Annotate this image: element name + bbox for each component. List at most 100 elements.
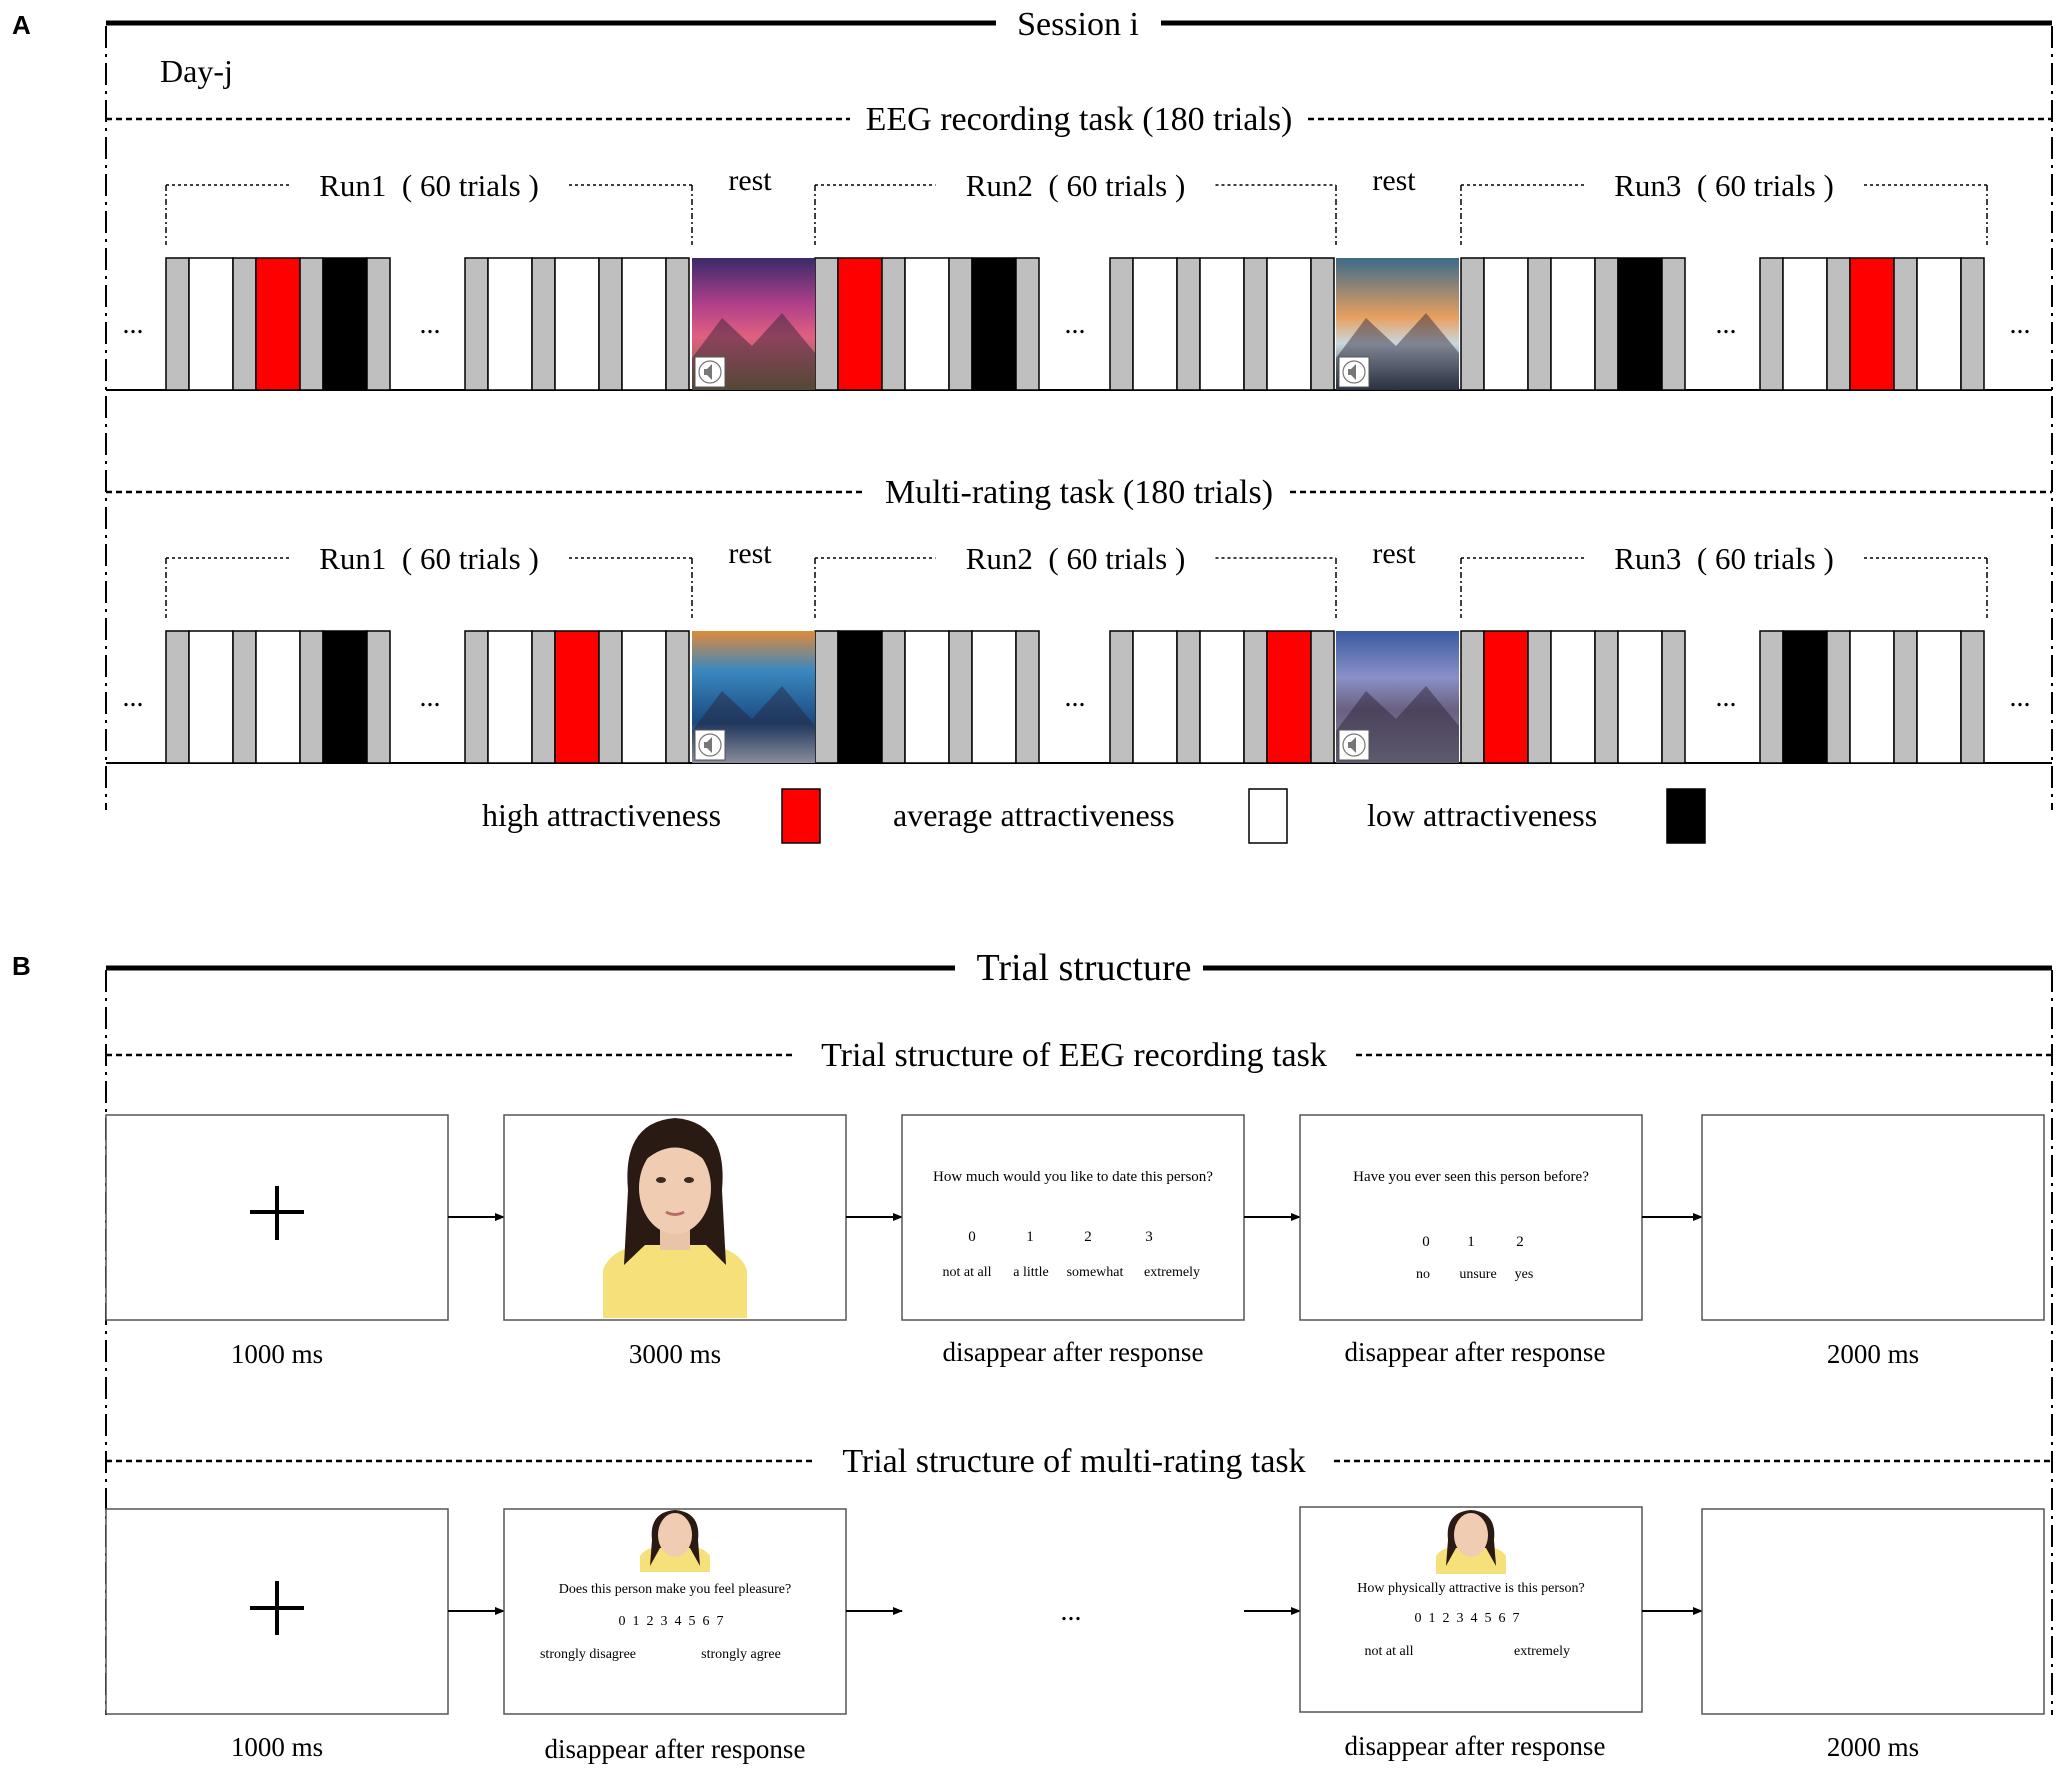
- attractiveness-question-text: How physically attractive is this person…: [1357, 1581, 1584, 1596]
- separator-trial: [1661, 630, 1686, 764]
- trial-block: [165, 630, 391, 764]
- separator-trial: [1759, 257, 1784, 391]
- multi-screen-1-caption: 1000 ms: [231, 1732, 323, 1762]
- attractiveness-scale-high-label: extremely: [1514, 1644, 1570, 1659]
- ellipsis: ...: [420, 309, 441, 340]
- pleasure-question-text: Does this person make you feel pleasure?: [559, 1582, 791, 1597]
- eeg-screen-5-caption: 2000 ms: [1827, 1339, 1919, 1369]
- avg-attractiveness-trial: [971, 630, 1017, 764]
- multi-screen-3-caption: disappear after response: [1345, 1731, 1606, 1761]
- avg-attractiveness-trial: [904, 257, 950, 391]
- eeg-screen-3-caption: disappear after response: [943, 1337, 1204, 1367]
- separator-trial: [232, 630, 257, 764]
- multi-trial-screens: 1000 ms Does this person make you feel p…: [105, 1506, 2045, 1764]
- avg-attractiveness-trial: [1916, 257, 1962, 391]
- separator-trial: [1176, 257, 1201, 391]
- high-attractiveness-trial: [255, 257, 301, 391]
- date-scale-number: 0: [968, 1229, 976, 1245]
- panel-a-label: A: [12, 10, 31, 40]
- avg-attractiveness-trial: [1132, 630, 1178, 764]
- avg-attractiveness-trial: [621, 257, 667, 391]
- task-title: Multi-rating task (180 trials): [885, 474, 1273, 511]
- date-scale-number: 1: [1026, 1229, 1034, 1245]
- separator-trial: [1527, 630, 1552, 764]
- seen-scale-number: 0: [1422, 1234, 1430, 1250]
- fixation-cross-icon: [250, 1186, 304, 1240]
- pleasure-scale-high-label: strongly agree: [701, 1647, 781, 1662]
- separator-trial: [1015, 257, 1040, 391]
- task-title: EEG recording task (180 trials): [866, 101, 1293, 138]
- separator-trial: [531, 630, 556, 764]
- fixation-cross-icon: [250, 1581, 304, 1635]
- separator-trial: [232, 257, 257, 391]
- avg-attractiveness-trial: [1199, 257, 1245, 391]
- legend: high attractiveness average attractivene…: [482, 788, 1706, 844]
- low-attractiveness-trial: [1617, 257, 1663, 391]
- separator-trial: [1109, 630, 1134, 764]
- avg-attractiveness-trial: [1483, 257, 1529, 391]
- attractiveness-scale-numbers: 0 1 2 3 4 5 6 7: [1415, 1611, 1520, 1626]
- separator-trial: [531, 257, 556, 391]
- separator-trial: [1243, 257, 1268, 391]
- separator-trial: [366, 630, 391, 764]
- avg-attractiveness-trial: [1266, 257, 1312, 391]
- separator-trial: [1594, 630, 1619, 764]
- separator-trial: [814, 630, 839, 764]
- avg-attractiveness-trial: [487, 630, 533, 764]
- avg-attractiveness-trial: [1617, 630, 1663, 764]
- separator-trial: [1176, 630, 1201, 764]
- high-attractiveness-trial: [1483, 630, 1529, 764]
- legend-low-label: low attractiveness: [1367, 797, 1597, 833]
- legend-average-label: average attractiveness: [893, 797, 1175, 833]
- avg-attractiveness-trial: [554, 257, 600, 391]
- separator-trial: [1460, 630, 1485, 764]
- date-scale-label: extremely: [1144, 1265, 1200, 1280]
- separator-trial: [881, 630, 906, 764]
- multi-screen-4-caption: 2000 ms: [1827, 1732, 1919, 1762]
- seen-scale-number: 2: [1516, 1234, 1524, 1250]
- hillside-town-rest-image: [1336, 631, 1459, 763]
- trial-block: [165, 257, 391, 391]
- seen-scale-number: 1: [1467, 1234, 1475, 1250]
- ellipsis: ...: [1065, 682, 1086, 713]
- avg-attractiveness-trial: [1550, 257, 1596, 391]
- speaker-icon: [694, 729, 726, 761]
- trial-block: [1759, 257, 1985, 391]
- speaker-icon: [1338, 729, 1370, 761]
- trial-block: [1460, 630, 1686, 764]
- task-row: Multi-rating task (180 trials)Run1 ( 60 …: [106, 474, 2052, 764]
- pleasure-scale-numbers: 0 1 2 3 4 5 6 7: [619, 1614, 724, 1629]
- trial-block: [814, 257, 1040, 391]
- ellipsis: ...: [420, 682, 441, 713]
- high-attractiveness-trial: [1266, 630, 1312, 764]
- session-title: Session i: [1017, 6, 1139, 43]
- separator-trial: [1310, 257, 1335, 391]
- speaker-icon: [694, 356, 726, 388]
- run-label: Run3 ( 60 trials ): [1614, 541, 1834, 576]
- avg-attractiveness-trial: [904, 630, 950, 764]
- task-rows: EEG recording task (180 trials) Run1 ( 60…: [106, 101, 2052, 764]
- rest-label: rest: [1372, 164, 1416, 197]
- separator-trial: [665, 630, 690, 764]
- separator-trial: [464, 257, 489, 391]
- rest-label: rest: [728, 164, 772, 197]
- run-label: Run1 ( 60 trials ): [319, 168, 539, 203]
- speaker-icon: [1338, 356, 1370, 388]
- trial-block: [1109, 630, 1335, 764]
- face-thumbnail-image: [1436, 1510, 1506, 1574]
- eeg-trial-title: Trial structure of EEG recording task: [821, 1037, 1327, 1074]
- seen-scale-label: no: [1416, 1267, 1430, 1282]
- seen-question-text: Have you ever seen this person before?: [1353, 1169, 1589, 1185]
- separator-trial: [598, 630, 623, 764]
- separator-trial: [1826, 257, 1851, 391]
- separator-trial: [1243, 630, 1268, 764]
- seen-scale-label: yes: [1515, 1267, 1534, 1282]
- separator-trial: [165, 257, 190, 391]
- separator-trial: [1015, 630, 1040, 764]
- avg-attractiveness-trial: [1199, 630, 1245, 764]
- low-attractiveness-trial: [971, 257, 1017, 391]
- separator-trial: [366, 257, 391, 391]
- date-scale-number: 3: [1145, 1229, 1153, 1245]
- multi-trial-title: Trial structure of multi-rating task: [842, 1443, 1305, 1480]
- ocean-wave-rest-image: [692, 631, 815, 763]
